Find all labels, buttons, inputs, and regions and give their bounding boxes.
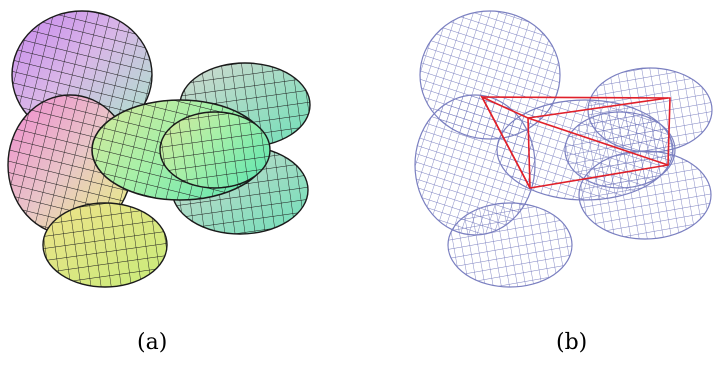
lobe-front-cap bbox=[159, 111, 271, 189]
bounding-box bbox=[480, 95, 671, 189]
panel-b-wireframe bbox=[410, 0, 716, 300]
wireframe-lobes bbox=[414, 10, 713, 288]
caption-a: (a) bbox=[137, 330, 168, 355]
lobe-bottom bbox=[42, 202, 168, 288]
panel-a-shaded-surface bbox=[0, 0, 330, 300]
shaded-surface-plot bbox=[7, 10, 311, 288]
caption-b: (b) bbox=[556, 330, 588, 355]
wireframe-plot bbox=[414, 10, 713, 288]
